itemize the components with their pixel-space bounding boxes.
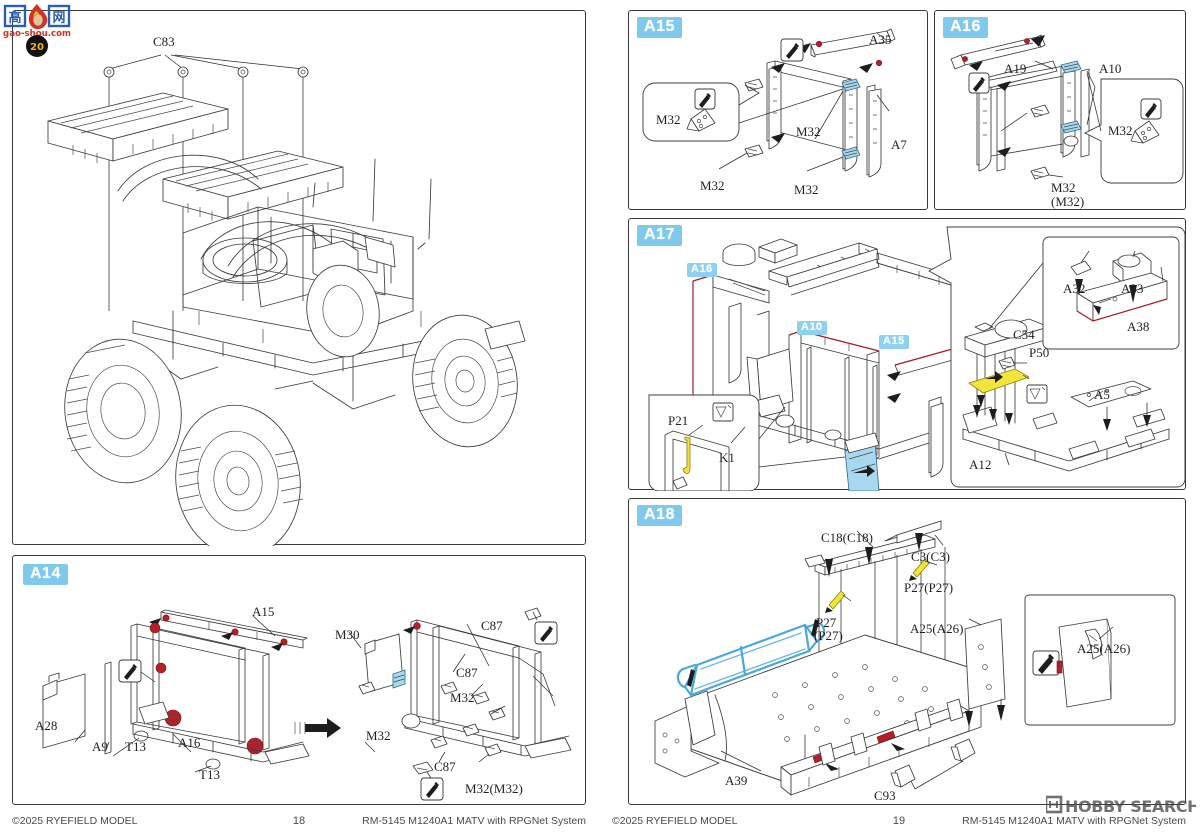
a17-label-a33: A33 (1121, 281, 1144, 296)
a18-label-c3: C3(C3) (911, 549, 950, 564)
page-left: C83 A14 (3, 4, 586, 834)
a17-label-c54: C54 (1013, 327, 1035, 342)
svg-text:HOBBY SEARCH: HOBBY SEARCH (1065, 797, 1196, 816)
a17-label-k1: K1 (719, 450, 735, 465)
a15-label-a7: A7 (891, 137, 907, 152)
a17-label-a5: A5 (1094, 387, 1110, 402)
panel-step-a18: A18 (628, 498, 1186, 805)
overview-label-c83: C83 (153, 34, 175, 49)
a14-label-a16: A16 (178, 735, 201, 750)
footer-left: ©2025 RYEFIELD MODEL 18 RM-5145 M1240A1 … (12, 812, 586, 834)
step-badge-a18: A18 (637, 505, 682, 527)
a17-sub-badge-a10: A10 (797, 321, 827, 335)
step-a15-art (642, 28, 896, 178)
footer-kit-left: RM-5145 M1240A1 MATV with RPGNet System (362, 815, 586, 827)
a18-label-p27-sub: (P27) (814, 628, 843, 643)
panel-step-a17: A17 (628, 218, 1186, 491)
a14-label-m32-m32: M32(M32) (465, 781, 523, 796)
a14-label-c87-2: C87 (456, 665, 478, 680)
a14-label-m30: M30 (335, 627, 360, 642)
footer-copyright-left: ©2025 RYEFIELD MODEL (12, 815, 138, 827)
svg-text:网: 网 (52, 11, 65, 26)
a15-label-m32-3: M32 (700, 178, 725, 193)
a17-sub-badge-a16: A16 (687, 263, 717, 277)
a18-callout-label-a25: A25(A26) (1077, 641, 1131, 656)
a17-label-a38: A38 (1127, 319, 1150, 334)
a18-label-p27-paren: P27(P27) (904, 580, 954, 595)
a18-label-c93: C93 (874, 788, 896, 803)
footer-page-left: 18 (292, 815, 306, 827)
a17-label-p50: P50 (1029, 345, 1050, 360)
footer-right: ©2025 RYEFIELD MODEL 19 RM-5145 M1240A1 … (612, 812, 1186, 834)
a16-label-m32-1: M32 (1108, 123, 1133, 138)
a18-label-c18: C18(C18) (821, 530, 873, 545)
a14-label-a9: A9 (92, 739, 108, 754)
a16-label-m32-2: M32 (1051, 180, 1076, 195)
a14-label-m32-1: M32 (450, 690, 475, 705)
page-right: A15 (600, 0, 1200, 840)
step-a14-art (42, 607, 572, 801)
a14-label-t13-2: T13 (199, 767, 220, 782)
a18-label-a25: A25(A26) (910, 621, 964, 636)
a17-label-p21: P21 (668, 413, 689, 428)
svg-text:gao-shou.com: gao-shou.com (3, 29, 71, 39)
step-badge-a15: A15 (637, 17, 682, 39)
watermark-hobby-search: HOBBY SEARCH (1046, 795, 1196, 816)
a17-sub-badge-a15: A15 (879, 335, 909, 349)
step-badge-a16: A16 (943, 17, 988, 39)
a16-label-a19: A19 (1004, 61, 1027, 76)
a15-label-m32-4: M32 (794, 182, 819, 197)
panel-step-a14: A14 (12, 555, 586, 805)
vehicle-overview-art (47, 54, 526, 546)
a15-label-m32-2: M32 (796, 124, 821, 139)
a14-label-t13-1: T13 (125, 739, 146, 754)
footer-copyright-right: ©2025 RYEFIELD MODEL (612, 815, 738, 827)
step-badge-a17: A17 (637, 225, 682, 247)
panel-vehicle-overview: C83 (12, 10, 586, 546)
a14-label-a28: A28 (35, 718, 58, 733)
panel-step-a15: A15 (628, 10, 928, 210)
footer-kit-right: RM-5145 M1240A1 MATV with RPGNet System (962, 815, 1186, 827)
a14-label-c87-3: C87 (434, 759, 456, 774)
a16-label-a10: A10 (1099, 61, 1122, 76)
step-a16-art (950, 34, 1184, 184)
step-a18-art (654, 520, 1176, 796)
step-a17-art (648, 226, 1186, 491)
step-badge-a14: A14 (23, 564, 68, 586)
watermark-gaoshou: 高 网 gao-shou.com 20 (3, 4, 71, 57)
a18-label-p27: P27 (816, 615, 837, 630)
svg-text:20: 20 (30, 42, 44, 53)
a14-label-m32-2: M32 (366, 728, 391, 743)
a14-label-c87-1: C87 (481, 618, 503, 633)
a17-label-a12: A12 (969, 457, 992, 472)
a15-label-m32-1: M32 (656, 112, 681, 127)
a18-label-a39: A39 (725, 773, 748, 788)
a14-label-a15: A15 (252, 604, 275, 619)
a17-label-a32: A32 (1063, 281, 1086, 296)
a15-label-a35: A35 (869, 32, 892, 47)
footer-page-right: 19 (892, 815, 906, 827)
panel-step-a16: A16 (934, 10, 1186, 210)
a16-label-m32-paren: (M32) (1051, 194, 1085, 209)
svg-text:高: 高 (8, 10, 21, 26)
